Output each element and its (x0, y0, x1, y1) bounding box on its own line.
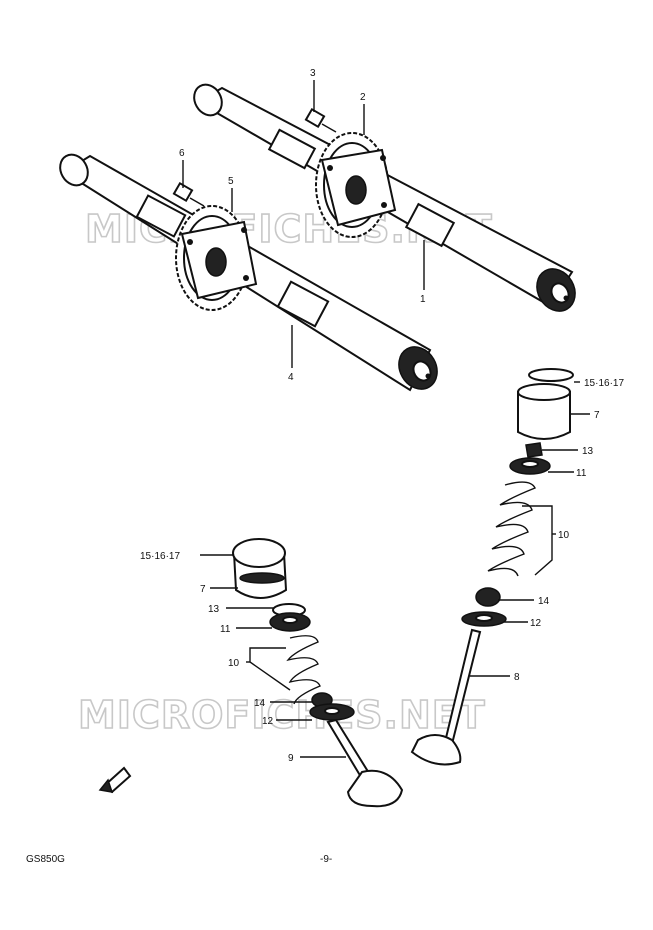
callout-12-left: 12 (262, 716, 274, 727)
callout-10-left: 10 (228, 658, 240, 669)
callout-7-right: 7 (594, 410, 600, 421)
valve-9 (326, 718, 404, 808)
callout-11-right: 11 (576, 468, 587, 479)
cam-sprocket-5 (175, 205, 258, 311)
page-number: -9- (320, 854, 333, 865)
watermark-bottom: MICROFICHES.NET (78, 693, 486, 737)
callout-6: 6 (179, 148, 185, 159)
callout-8: 8 (514, 672, 520, 683)
right-valve-assembly (410, 368, 574, 766)
callout-11-left: 11 (220, 624, 231, 635)
callout-14-right: 14 (538, 596, 550, 607)
callout-13-left: 13 (208, 604, 220, 615)
leader-lines (182, 80, 590, 758)
left-valve-assembly (232, 538, 404, 808)
callout-3: 3 (310, 68, 316, 79)
callout-1: 1 (420, 294, 426, 305)
callout-2: 2 (360, 92, 366, 103)
spring-10-right (487, 481, 536, 577)
spring-10-left (286, 635, 321, 705)
callout-7-left: 7 (200, 584, 206, 595)
tappet-left (232, 538, 288, 599)
callout-4: 4 (288, 372, 294, 383)
callout-10-right: 10 (558, 530, 570, 541)
callout-12-right: 12 (530, 618, 542, 629)
valve-8 (410, 628, 482, 766)
callout-15-16-17-left: 15·16·17 (140, 551, 180, 562)
seal-14-right (475, 587, 501, 607)
callout-5: 5 (228, 176, 234, 187)
direction-arrow-icon (98, 766, 132, 794)
bolt-6 (172, 181, 205, 207)
callout-13-right: 13 (582, 446, 594, 457)
callout-15-16-17-right: 15·16·17 (584, 378, 624, 389)
shim-right (528, 368, 574, 382)
cotter-13-right (525, 442, 543, 458)
model-code: GS850G (26, 854, 65, 865)
callout-14-left: 14 (254, 698, 266, 709)
callout-9: 9 (288, 753, 294, 764)
cam-sprocket-2 (315, 132, 397, 238)
tappet-right (517, 391, 571, 440)
bolt-3 (304, 107, 337, 133)
